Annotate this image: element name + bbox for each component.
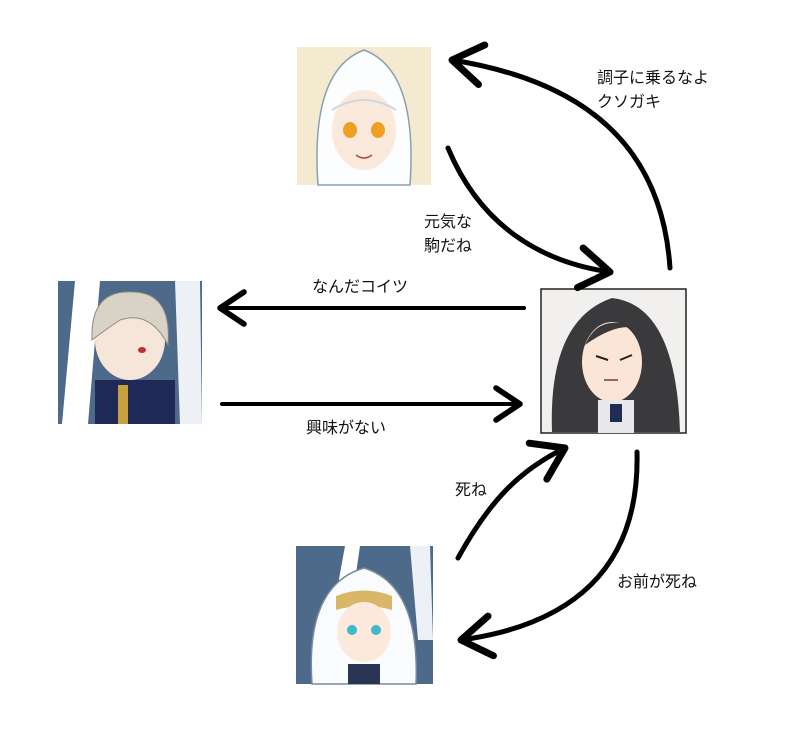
label-top-nun-to-woman-line2: 駒だね bbox=[424, 236, 473, 255]
arrow-woman-to-top-nun bbox=[448, 41, 673, 271]
portrait-dark-haired-woman bbox=[540, 288, 687, 434]
portrait-bottom-nun bbox=[296, 546, 433, 685]
label-woman-to-top-nun-line2: クソガキ bbox=[597, 92, 662, 111]
arrow-bottom-nun-to-woman bbox=[455, 439, 569, 561]
label-woman-to-man: なんだコイツ bbox=[312, 277, 409, 296]
portrait-silver-haired-man bbox=[58, 281, 202, 424]
arrow-woman-to-bottom-nun bbox=[457, 449, 640, 660]
arrow-top-nun-to-woman bbox=[445, 145, 614, 292]
label-woman-to-bottom-nun: お前が死ね bbox=[617, 572, 698, 591]
portrait-top-nun bbox=[297, 47, 431, 186]
label-bottom-nun-to-woman: 死ね bbox=[455, 480, 488, 499]
label-top-nun-to-woman-line1: 元気な bbox=[424, 212, 473, 231]
label-woman-to-top-nun-line1: 調子に乗るなよ bbox=[597, 68, 710, 87]
label-man-to-woman: 興味がない bbox=[306, 418, 387, 437]
